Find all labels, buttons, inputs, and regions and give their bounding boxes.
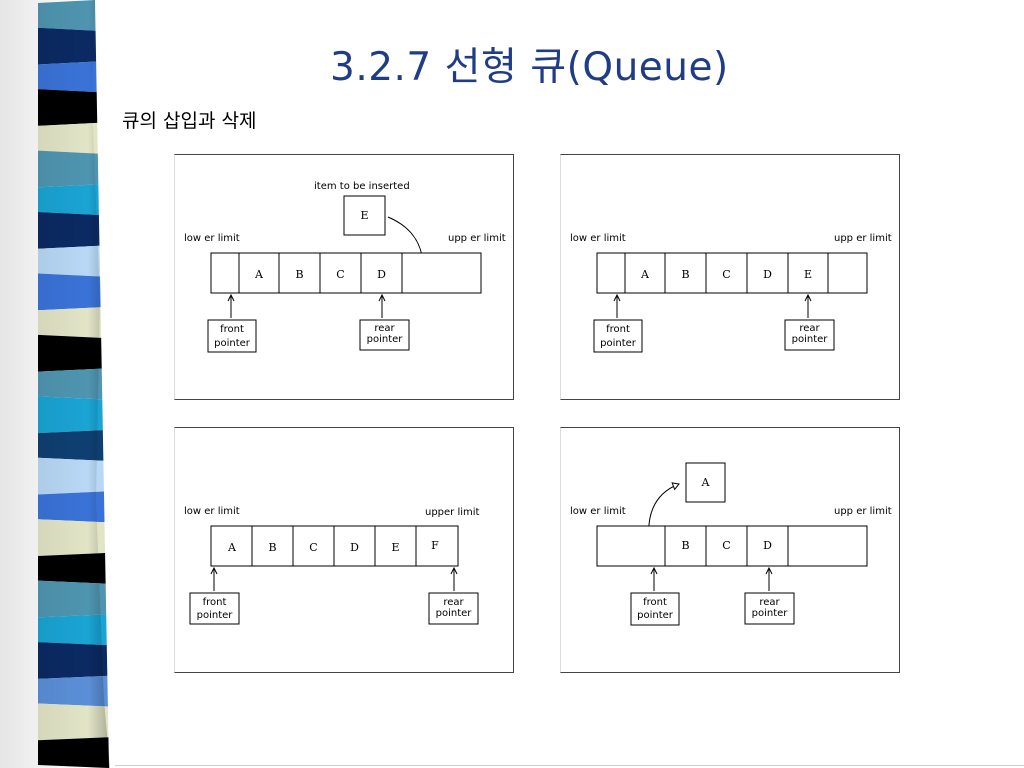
rear-pointer-box [359,319,410,351]
svg-text:pointer: pointer [436,608,473,619]
lower-limit-label: low er limit [570,506,626,517]
queue-array [596,525,868,567]
queue-cell: E [391,541,399,554]
queue-panel-full: low er limit upper limit A B C D E F fro… [174,427,514,673]
rear-pointer-box [744,592,795,625]
lower-limit-label: low er limit [184,233,240,244]
queue-cell: D [377,268,386,281]
item-to-insert-label: item to be inserted [314,181,410,192]
svg-text:front: front [203,597,227,608]
queue-array [210,252,482,294]
svg-text:front: front [220,324,244,335]
svg-text:rear: rear [374,323,395,334]
svg-text:pointer: pointer [214,338,251,349]
upper-limit-label: upp er limit [448,233,506,244]
svg-text:pointer: pointer [752,608,789,619]
upper-limit-label: upp er limit [834,233,892,244]
queue-panel-delete: A low er limit upp er limit B C D front … [560,427,900,673]
queue-cell: D [763,268,772,281]
queue-cell: B [268,541,276,554]
queue-cell: B [681,268,689,281]
queue-array [596,252,868,294]
decorative-stripe-bar [0,0,110,768]
rear-pointer-box [784,319,835,351]
upper-limit-label: upp er limit [834,506,892,517]
queue-cell: B [295,268,303,281]
svg-text:front: front [606,324,630,335]
queue-cell: A [640,268,650,281]
queue-cell: F [431,539,439,552]
queue-cell: C [722,539,730,552]
queue-cell: C [336,268,344,281]
svg-text:pointer: pointer [197,610,234,621]
removed-item-box [685,462,726,503]
queue-panel-insert: item to be inserted E low er limit upp e… [174,154,514,400]
queue-cell: D [763,539,772,552]
svg-text:front: front [643,597,667,608]
lower-limit-label: low er limit [570,233,626,244]
svg-text:pointer: pointer [367,334,404,345]
front-pointer-box [593,319,643,353]
svg-text:pointer: pointer [792,334,829,345]
footer-divider [115,765,1024,766]
upper-limit-label: upper limit [425,507,480,518]
front-pointer-box [630,592,680,626]
removed-item-text: A [701,476,711,489]
slide-subtitle: 큐의 삽입과 삭제 [122,110,257,132]
queue-cell: B [681,539,689,552]
queue-cell: A [227,541,237,554]
slide-title: 3.2.7 선형 큐(Queue) [330,45,729,90]
queue-cell: E [804,268,812,281]
svg-text:rear: rear [759,597,780,608]
svg-text:pointer: pointer [637,610,674,621]
incoming-item-box [343,195,386,236]
queue-panel-after-insert: low er limit upp er limit A B C D E fron… [560,154,900,400]
rear-pointer-box [428,592,479,625]
svg-text:pointer: pointer [600,338,637,349]
queue-cell: A [254,268,264,281]
queue-cell: D [350,541,359,554]
incoming-item-text: E [360,209,368,222]
svg-text:rear: rear [443,597,464,608]
front-pointer-box [207,319,257,353]
queue-cell: C [309,541,317,554]
svg-text:rear: rear [799,323,820,334]
lower-limit-label: low er limit [184,506,240,517]
queue-cell: C [722,268,730,281]
front-pointer-box [189,592,240,625]
